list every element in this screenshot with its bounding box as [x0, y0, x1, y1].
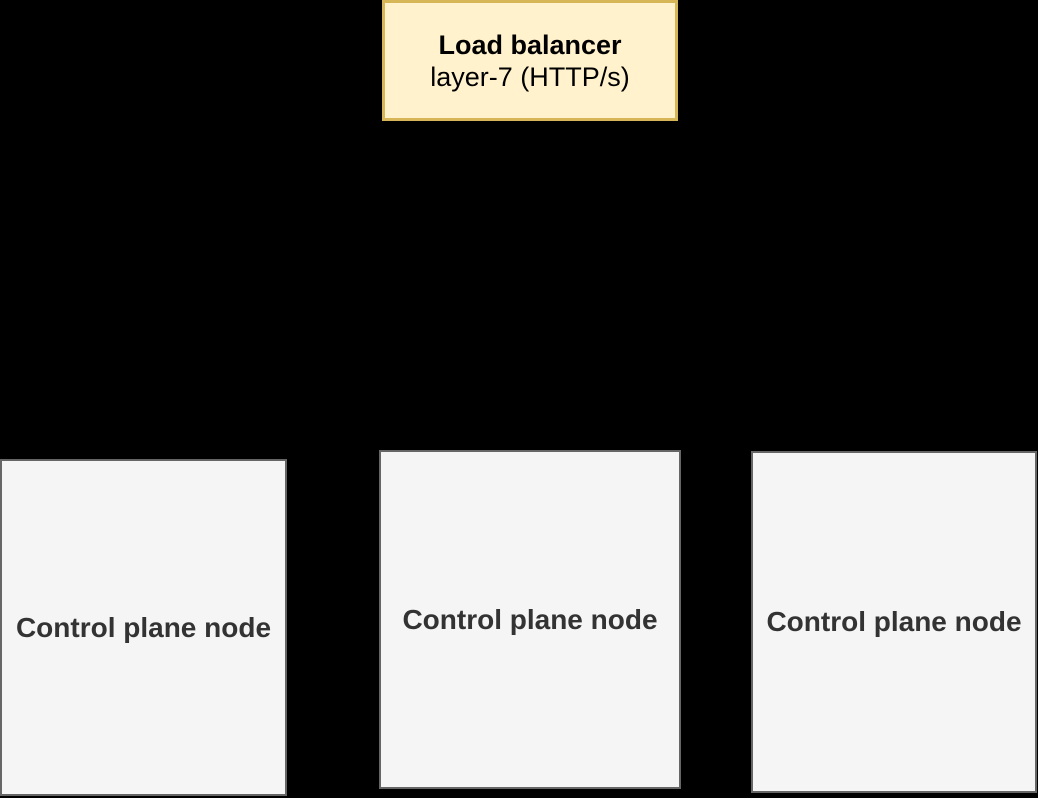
load-balancer-box: Load balancer layer-7 (HTTP/s) — [382, 0, 678, 121]
control-plane-node-1-label: Control plane node — [15, 611, 272, 643]
control-plane-node-2-label: Control plane node — [402, 603, 658, 635]
load-balancer-subtitle: layer-7 (HTTP/s) — [430, 61, 630, 92]
load-balancer-title: Load balancer — [438, 29, 622, 60]
control-plane-node-1: Control plane node — [0, 459, 287, 796]
control-plane-node-3: Control plane node — [751, 451, 1037, 793]
control-plane-node-3-label: Control plane node — [766, 606, 1022, 637]
control-plane-node-2: Control plane node — [379, 450, 681, 789]
